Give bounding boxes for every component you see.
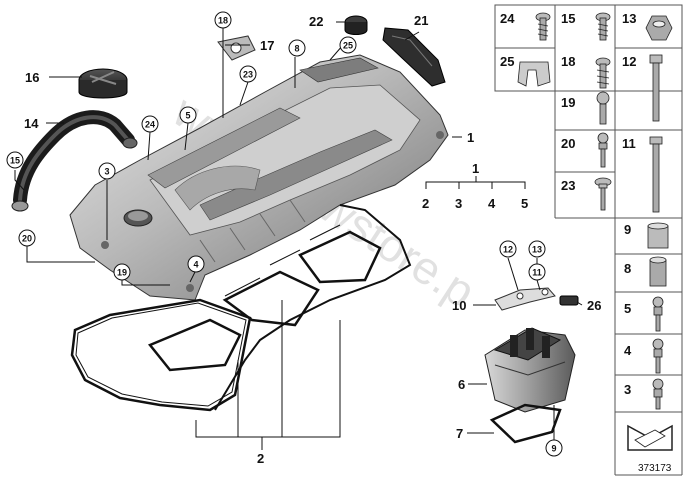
circled-callouts: 3 4 5 8 9 11 12 13 15 18 19 20 23 24 25 (6, 11, 563, 457)
grid-label-8: 8 (624, 261, 631, 276)
callout-9-text: 9 (551, 444, 556, 454)
callout-24-text: 24 (145, 120, 155, 130)
label-7: 7 (456, 426, 463, 441)
callout-24: 24 (141, 115, 159, 133)
callout-20: 20 (18, 229, 36, 247)
callout-4: 4 (187, 255, 205, 273)
parts-grid-labels: 24 15 13 25 18 12 19 20 11 23 9 8 5 4 3 (500, 11, 636, 397)
grid-label-23: 23 (561, 178, 575, 193)
assembly-key-child-2: 2 (422, 196, 429, 211)
callout-3-text: 3 (104, 167, 109, 177)
grid-label-4: 4 (624, 343, 632, 358)
gasket-7 (489, 403, 562, 444)
callout-13: 13 (528, 240, 546, 258)
grid-label-24: 24 (500, 11, 515, 26)
gasket-set (70, 204, 412, 412)
label-10: 10 (452, 298, 466, 313)
main-labels: 1 2 6 7 10 14 16 17 21 22 26 (24, 13, 601, 466)
callout-18: 18 (214, 11, 232, 29)
label-22: 22 (309, 14, 323, 29)
callout-15-text: 15 (10, 156, 20, 166)
leader-lines (14, 21, 583, 450)
callout-15: 15 (6, 151, 24, 169)
label-16: 16 (25, 70, 39, 85)
callout-11: 11 (528, 263, 546, 281)
callout-13-text: 13 (532, 245, 542, 255)
grid-label-13: 13 (622, 11, 636, 26)
grid-label-15: 15 (561, 11, 575, 26)
grid-label-3: 3 (624, 382, 631, 397)
label-1: 1 (467, 130, 474, 145)
grid-label-25: 25 (500, 54, 514, 69)
assembly-key-parent: 1 (472, 161, 479, 176)
callout-12: 12 (499, 240, 517, 258)
callout-5-text: 5 (185, 111, 190, 121)
oil-filler-cap (78, 68, 128, 99)
grid-label-18: 18 (561, 54, 575, 69)
callout-20-text: 20 (22, 234, 32, 244)
callout-5: 5 (179, 106, 197, 124)
label-26: 26 (587, 298, 601, 313)
grid-label-11: 11 (622, 136, 636, 151)
callout-25-text: 25 (343, 41, 353, 51)
label-2: 2 (257, 451, 264, 466)
grid-label-12: 12 (622, 54, 636, 69)
diagram-id: 373173 (638, 463, 672, 474)
assembly-key: 1 2 3 4 5 (422, 161, 528, 211)
label-14: 14 (24, 116, 39, 131)
callout-8: 8 (288, 39, 306, 57)
callout-11-text: 11 (532, 268, 542, 278)
gasket-17 (217, 35, 256, 61)
callout-19: 19 (113, 263, 131, 281)
callout-8-text: 8 (294, 44, 299, 54)
callout-19-text: 19 (117, 268, 127, 278)
plug-26 (559, 295, 579, 306)
callout-23-text: 23 (243, 70, 253, 80)
bracket-10 (494, 287, 556, 311)
callout-12-text: 12 (503, 245, 513, 255)
assembly-key-child-5: 5 (521, 196, 528, 211)
oil-separator-6 (484, 327, 576, 413)
cylinder-head-cover (69, 54, 449, 301)
callout-18-text: 18 (218, 16, 228, 26)
parts-grid (494, 4, 683, 476)
grommet-22 (344, 15, 368, 35)
grid-label-5: 5 (624, 301, 631, 316)
callout-4-text: 4 (193, 260, 198, 270)
breather-hose (11, 110, 138, 212)
assembly-key-child-3: 3 (455, 196, 462, 211)
assembly-key-child-4: 4 (488, 196, 496, 211)
grid-part-drawings (517, 12, 673, 451)
callout-23: 23 (239, 65, 257, 83)
label-6: 6 (458, 377, 465, 392)
grid-label-20: 20 (561, 136, 575, 151)
callout-25: 25 (339, 36, 357, 54)
grid-label-19: 19 (561, 95, 575, 110)
label-21: 21 (414, 13, 428, 28)
callout-9: 9 (545, 439, 563, 457)
grid-label-9: 9 (624, 222, 631, 237)
label-17: 17 (260, 38, 274, 53)
callout-3: 3 (98, 162, 116, 180)
